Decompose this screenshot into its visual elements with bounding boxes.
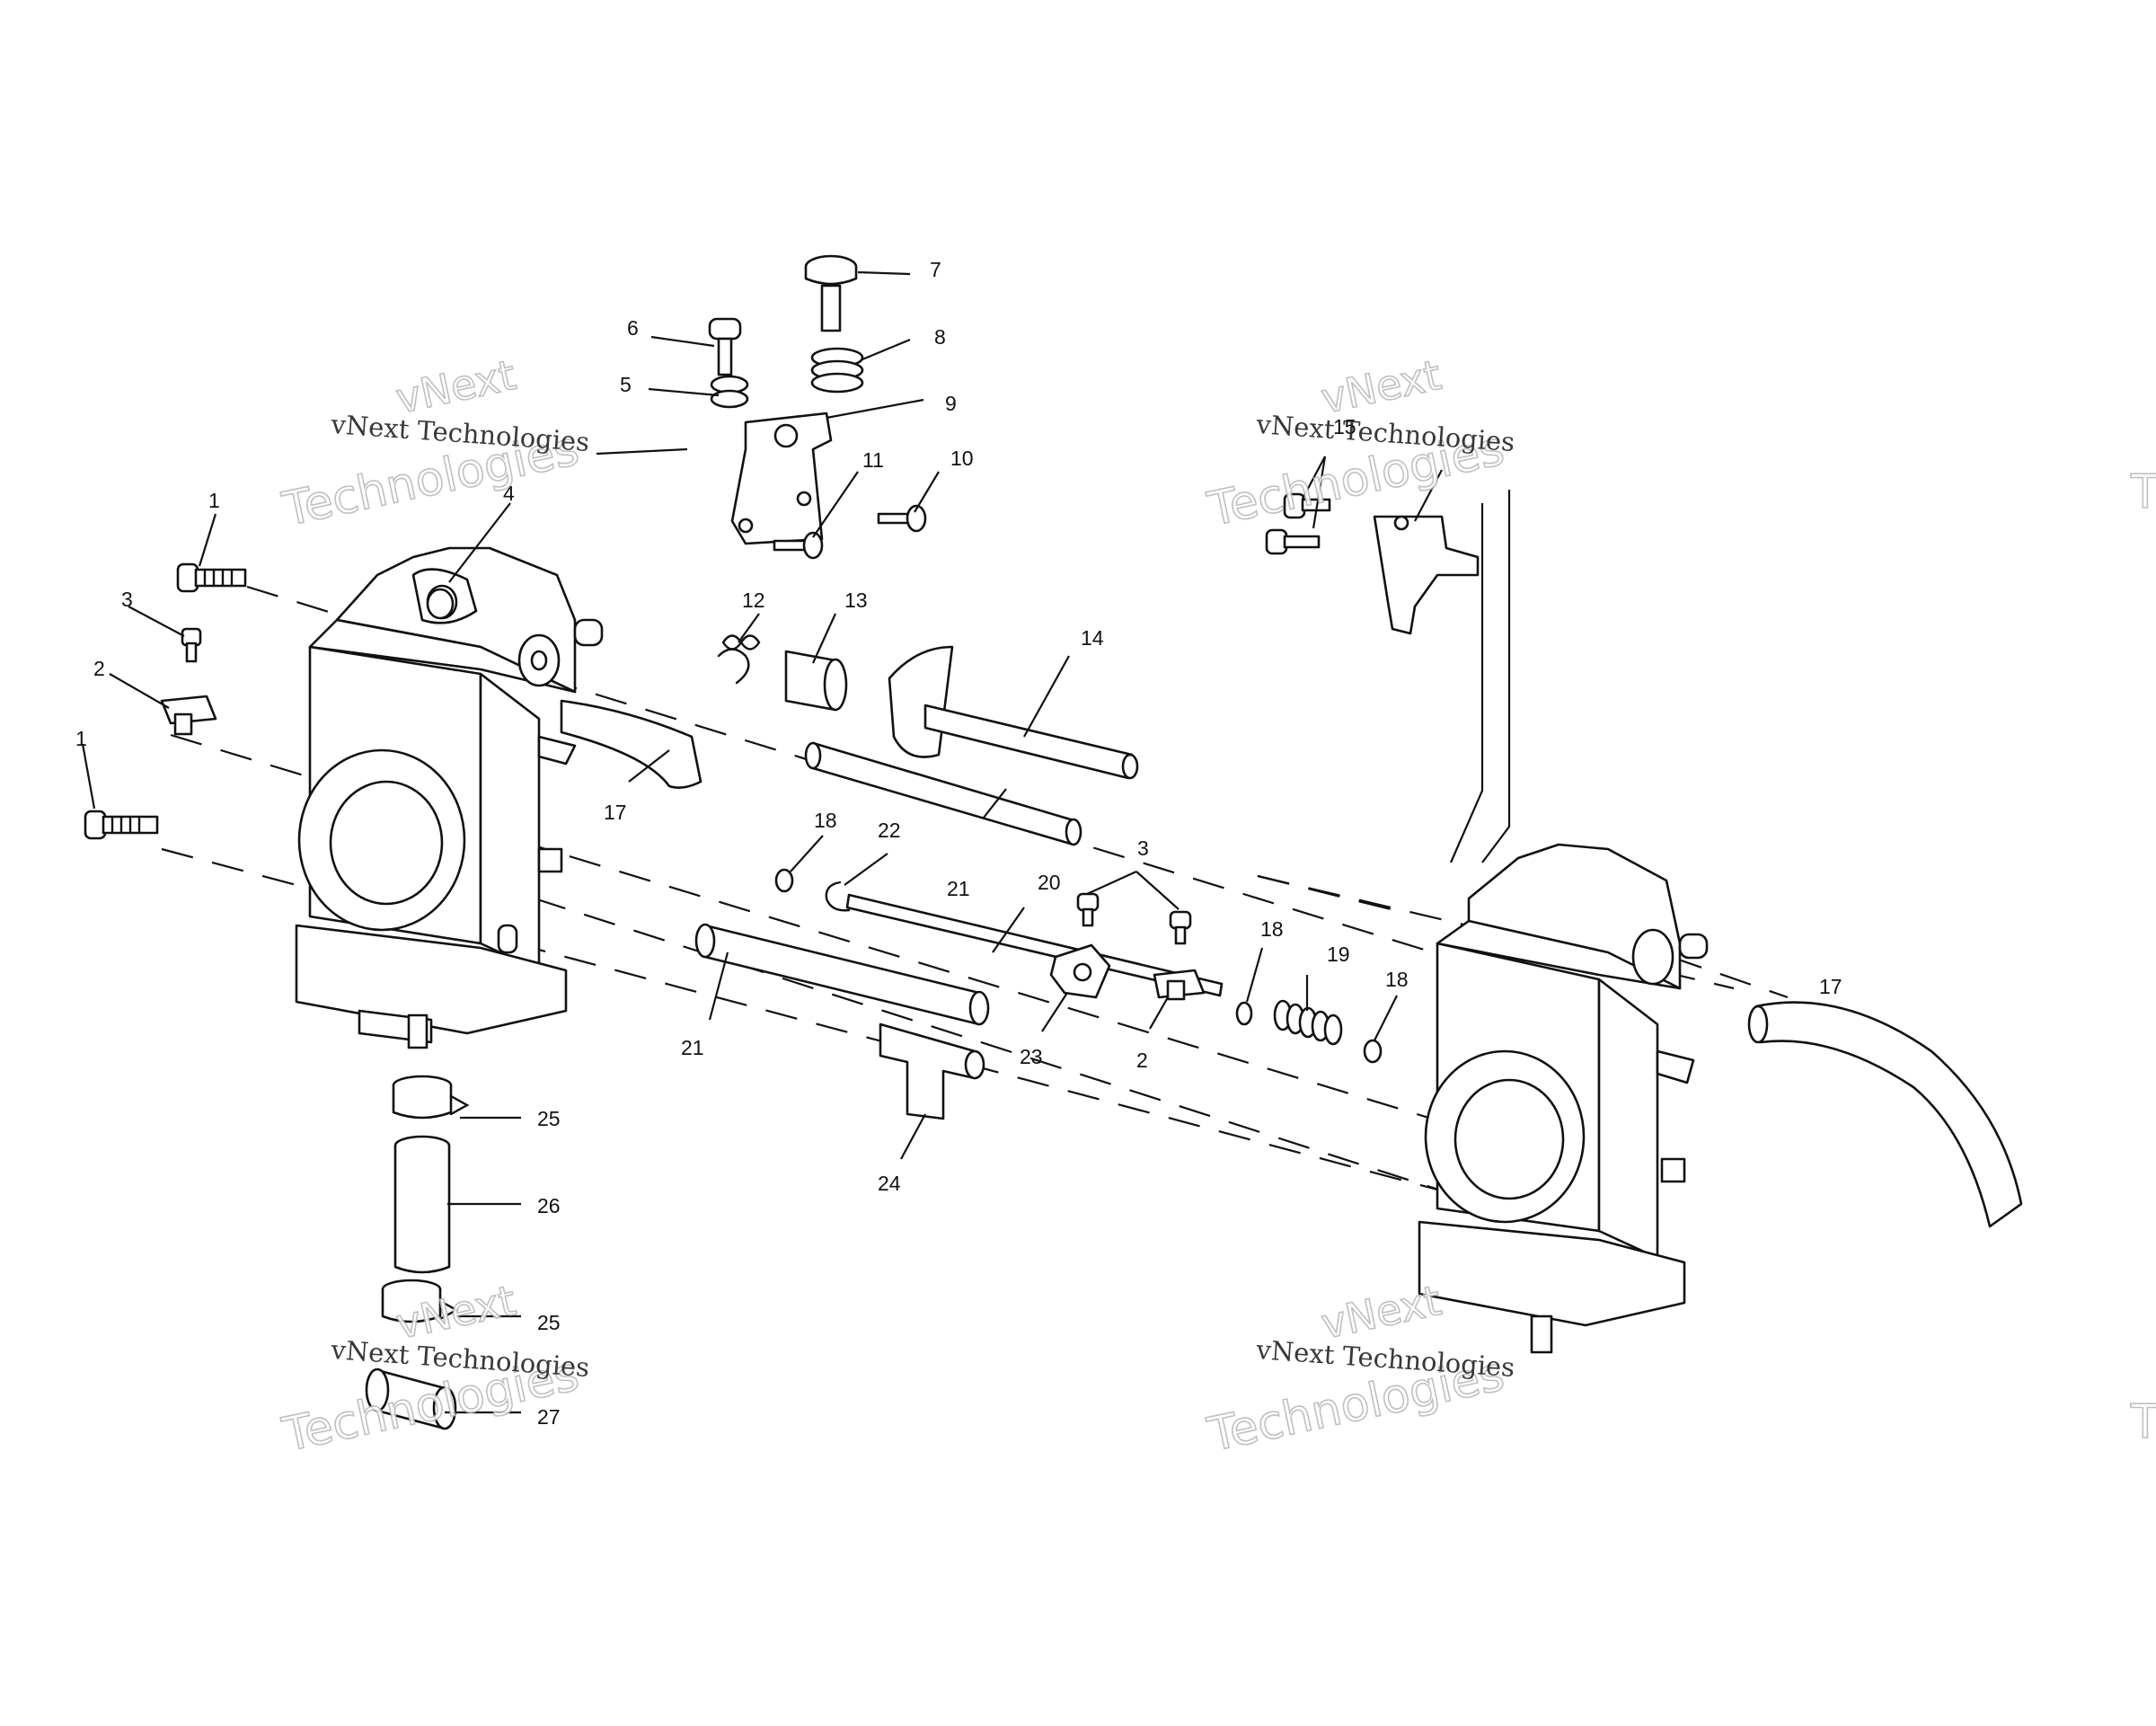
screw-6 xyxy=(708,317,742,376)
callout-25: 25 xyxy=(537,1107,561,1130)
callout-5: 5 xyxy=(620,373,632,396)
callout-18: 18 xyxy=(1260,917,1284,941)
spring-12 xyxy=(717,634,761,685)
watermark-top-left: Technologies vNext vNext Technologies xyxy=(277,350,590,538)
callout-14: 14 xyxy=(1081,626,1104,650)
svg-text:vNext: vNext xyxy=(1317,1276,1445,1349)
callout-7: 7 xyxy=(930,258,941,281)
tube-21-lower xyxy=(694,923,990,1026)
spring-5 xyxy=(710,375,749,409)
callout-labels: 1 1 2 2 3 3 4 5 6 7 8 9 10 11 12 13 14 1… xyxy=(75,258,1842,1429)
callout-18: 18 xyxy=(1385,968,1409,991)
svg-text:vNext: vNext xyxy=(392,350,520,423)
callout-1: 1 xyxy=(75,727,87,750)
callout-1: 1 xyxy=(208,489,220,512)
callout-26: 26 xyxy=(537,1194,561,1217)
tee-24 xyxy=(879,1022,985,1120)
callout-20: 20 xyxy=(1038,871,1061,894)
lever-23 xyxy=(1049,943,1111,999)
screw-11 xyxy=(773,531,824,560)
callout-17: 17 xyxy=(1819,975,1842,998)
screw-1-upper xyxy=(176,562,247,593)
watermark-top-right: Technologies vNext vNext Technologies xyxy=(1202,350,1515,538)
callout-21: 21 xyxy=(681,1036,704,1059)
watermark-edge-bottom: T xyxy=(2130,1395,2156,1449)
screw-1-lower xyxy=(84,810,159,840)
callout-9: 9 xyxy=(945,392,957,415)
callout-11: 11 xyxy=(862,448,884,472)
tube-21-upper xyxy=(804,741,1082,846)
hose-17-right xyxy=(1747,1001,2023,1228)
callout-12: 12 xyxy=(742,589,765,612)
watermarks: Technologies vNext vNext Technologies Te… xyxy=(277,350,2156,1464)
part-4 xyxy=(426,588,455,620)
fitting-27 xyxy=(365,1368,457,1430)
bushing-13 xyxy=(784,650,848,712)
callout-21: 21 xyxy=(947,877,970,900)
callout-18: 18 xyxy=(814,809,837,832)
leader-lines xyxy=(81,270,1511,1414)
callout-3: 3 xyxy=(1137,836,1149,860)
watermark-bottom-left: Technologies vNext vNext Technologies xyxy=(277,1275,590,1464)
screw-10 xyxy=(877,504,927,533)
callout-24: 24 xyxy=(878,1172,901,1195)
callout-15: 15 xyxy=(1333,415,1356,438)
callout-2: 2 xyxy=(1136,1049,1148,1072)
callout-13: 13 xyxy=(844,589,868,612)
callout-3: 3 xyxy=(121,588,133,611)
washer-18-left xyxy=(774,868,794,893)
callout-23: 23 xyxy=(1020,1045,1043,1068)
clip-22 xyxy=(825,881,851,912)
callout-6: 6 xyxy=(627,316,639,340)
callout-4: 4 xyxy=(503,482,515,505)
clip-2-left xyxy=(160,695,217,736)
callout-17: 17 xyxy=(604,801,627,824)
washer-18-right xyxy=(1363,1039,1383,1064)
callout-25: 25 xyxy=(537,1311,561,1334)
callout-2: 2 xyxy=(93,657,105,680)
clip-2-right xyxy=(1153,969,1206,1001)
shaft-14 xyxy=(888,645,1139,780)
screw-3-right xyxy=(1076,892,1192,945)
hose-26 xyxy=(393,1135,451,1274)
left-carburetor xyxy=(295,546,702,1049)
throttle-bracket xyxy=(730,412,833,545)
screw-7 xyxy=(804,254,858,332)
spring-19 xyxy=(1273,999,1343,1046)
callout-10: 10 xyxy=(950,447,974,470)
clamp-25-upper xyxy=(392,1075,470,1120)
screw-3-left xyxy=(181,627,202,663)
callout-19: 19 xyxy=(1327,943,1350,966)
callout-8: 8 xyxy=(934,325,946,349)
bracket-15 xyxy=(1265,492,1480,635)
watermark-edge-top: T xyxy=(2130,465,2156,519)
svg-text:vNext: vNext xyxy=(1317,350,1445,423)
callout-27: 27 xyxy=(537,1405,561,1429)
washer-18-mid xyxy=(1235,1001,1253,1026)
callout-22: 22 xyxy=(878,819,901,842)
spring-8 xyxy=(810,347,864,394)
right-carburetor xyxy=(1418,843,1709,1354)
clamp-25-lower xyxy=(381,1279,459,1323)
